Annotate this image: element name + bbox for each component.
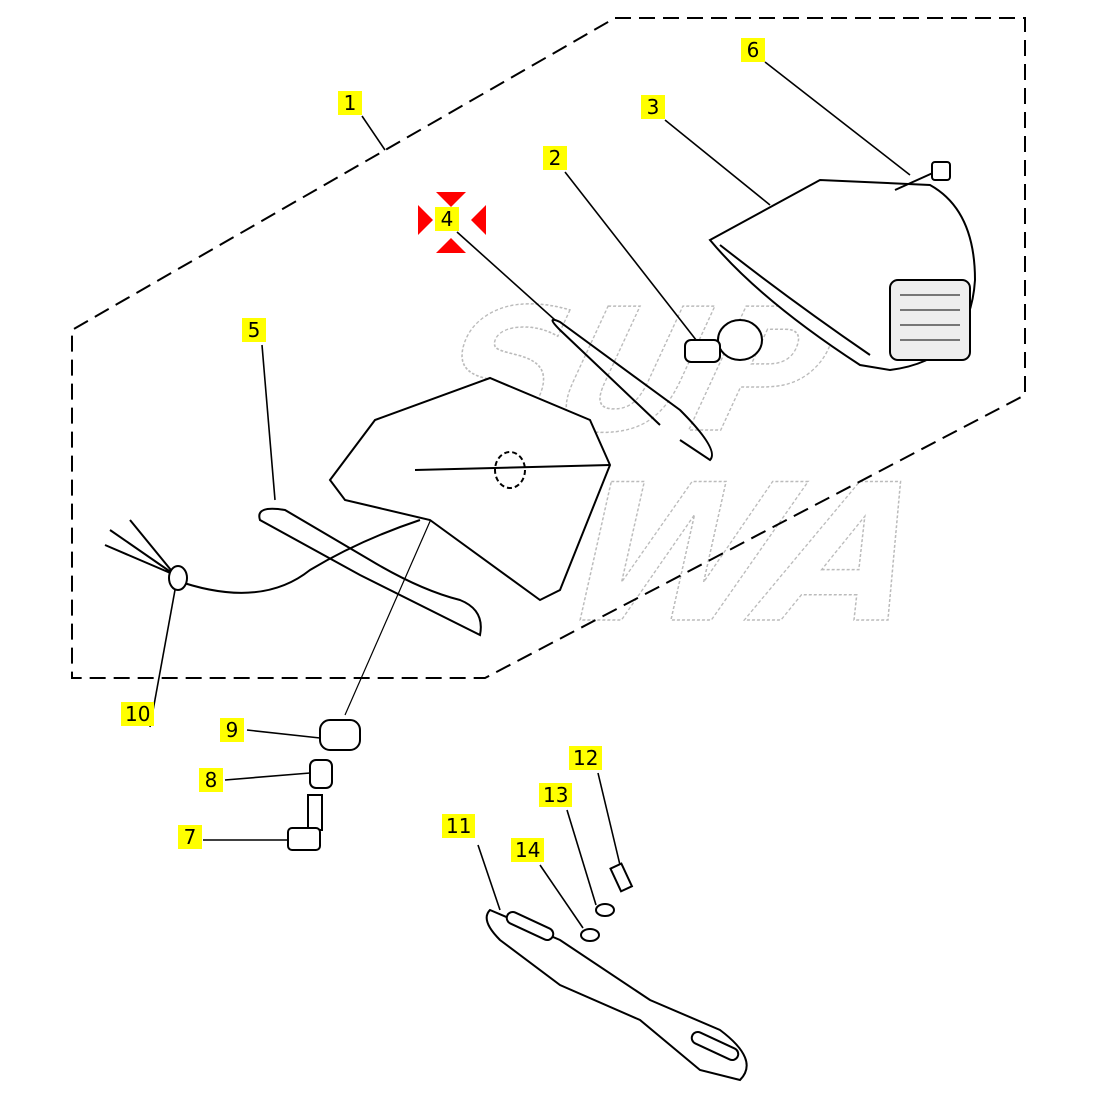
wire-harness-part [104,519,421,594]
small-parts [287,719,361,851]
base-gasket-part [258,507,482,637]
callout-10[interactable]: 10 [121,702,155,726]
callout-9[interactable]: 9 [220,718,244,742]
gasket-part [551,318,713,462]
housing-part [328,376,612,602]
callout-3[interactable]: 3 [641,95,665,119]
assembly-boundary [71,17,1026,679]
selected-part-marker [418,192,486,253]
callout-5[interactable]: 5 [242,318,266,342]
callout-6[interactable]: 6 [741,38,765,62]
callout-8[interactable]: 8 [199,768,223,792]
watermark-line-2: WA [542,444,951,665]
callout-11[interactable]: 11 [442,814,476,838]
bracket-part [485,862,748,1082]
bulb-part [684,319,763,363]
callout-1[interactable]: 1 [338,91,362,115]
lens-part [708,178,977,372]
callout-13[interactable]: 13 [539,783,573,807]
callout-12[interactable]: 12 [569,746,603,770]
screw-part-6 [894,161,951,191]
callout-14[interactable]: 14 [511,838,545,862]
callout-7[interactable]: 7 [178,825,202,849]
callout-2[interactable]: 2 [543,146,567,170]
leader-lines [149,61,911,929]
callout-4[interactable]: 4 [435,207,459,231]
